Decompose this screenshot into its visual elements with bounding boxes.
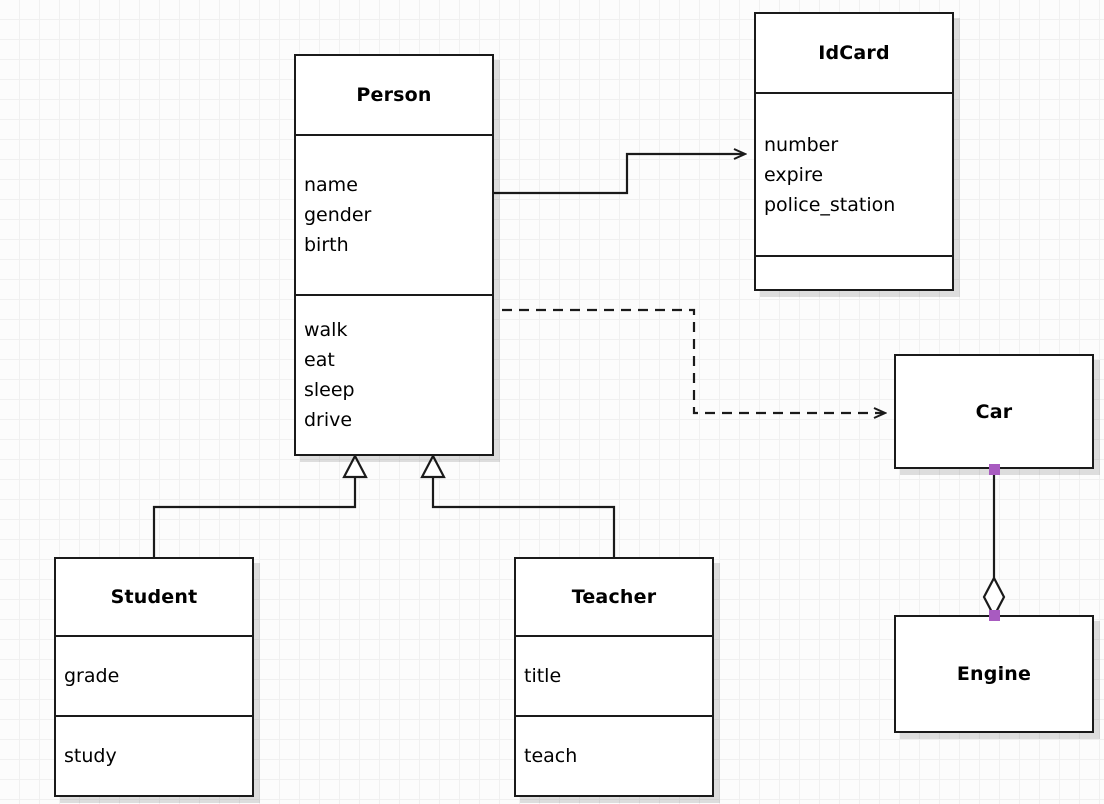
class-person-attributes: name gender birth (296, 134, 492, 294)
class-teacher-methods: teach (516, 715, 712, 795)
edge-person-idcard[interactable] (494, 154, 744, 195)
generalization-triangle-student (342, 453, 368, 479)
class-idcard-title: IdCard (818, 42, 890, 64)
method-item: teach (524, 745, 578, 767)
method-item: sleep (304, 379, 355, 401)
attribute-item: police_station (764, 193, 896, 216)
attribute-item: gender (304, 204, 372, 226)
attribute-item: title (524, 665, 562, 687)
edge-car-engine[interactable] (982, 469, 1006, 619)
class-person-methods: walk eat sleep drive (296, 294, 492, 454)
class-person[interactable]: Person name gender birth walk eat sleep … (294, 54, 494, 456)
attribute-item: expire (764, 163, 824, 186)
class-engine[interactable]: Engine (894, 615, 1094, 733)
class-idcard-methods (756, 255, 952, 289)
class-idcard[interactable]: IdCard number expire police_station (754, 12, 954, 291)
method-item: study (64, 745, 117, 767)
connection-handle-car-bottom[interactable] (989, 464, 1000, 475)
attribute-item: birth (304, 234, 349, 256)
method-item: eat (304, 349, 335, 371)
class-car[interactable]: Car (894, 354, 1094, 469)
class-teacher-attributes: title (516, 635, 712, 715)
attribute-item: grade (64, 665, 120, 687)
class-engine-title: Engine (956, 663, 1032, 685)
class-student-attributes: grade (56, 635, 252, 715)
class-student[interactable]: Student grade study (54, 557, 254, 797)
connection-handle-engine-top[interactable] (989, 610, 1000, 621)
class-person-title: Person (356, 84, 432, 106)
method-item: drive (304, 409, 353, 431)
attribute-item: name (304, 174, 358, 196)
method-item: walk (304, 319, 348, 341)
edge-person-car[interactable] (502, 308, 884, 413)
class-teacher-title: Teacher (571, 586, 657, 608)
class-idcard-attributes: number expire police_station (756, 92, 952, 255)
class-car-title: Car (975, 400, 1013, 423)
class-student-methods: study (56, 715, 252, 795)
edge-teacher-person[interactable] (420, 453, 616, 557)
edge-student-person[interactable] (152, 453, 368, 557)
generalization-triangle-teacher (420, 453, 446, 479)
class-teacher[interactable]: Teacher title teach (514, 557, 714, 797)
class-student-title: Student (110, 586, 198, 608)
attribute-item: number (764, 133, 839, 156)
